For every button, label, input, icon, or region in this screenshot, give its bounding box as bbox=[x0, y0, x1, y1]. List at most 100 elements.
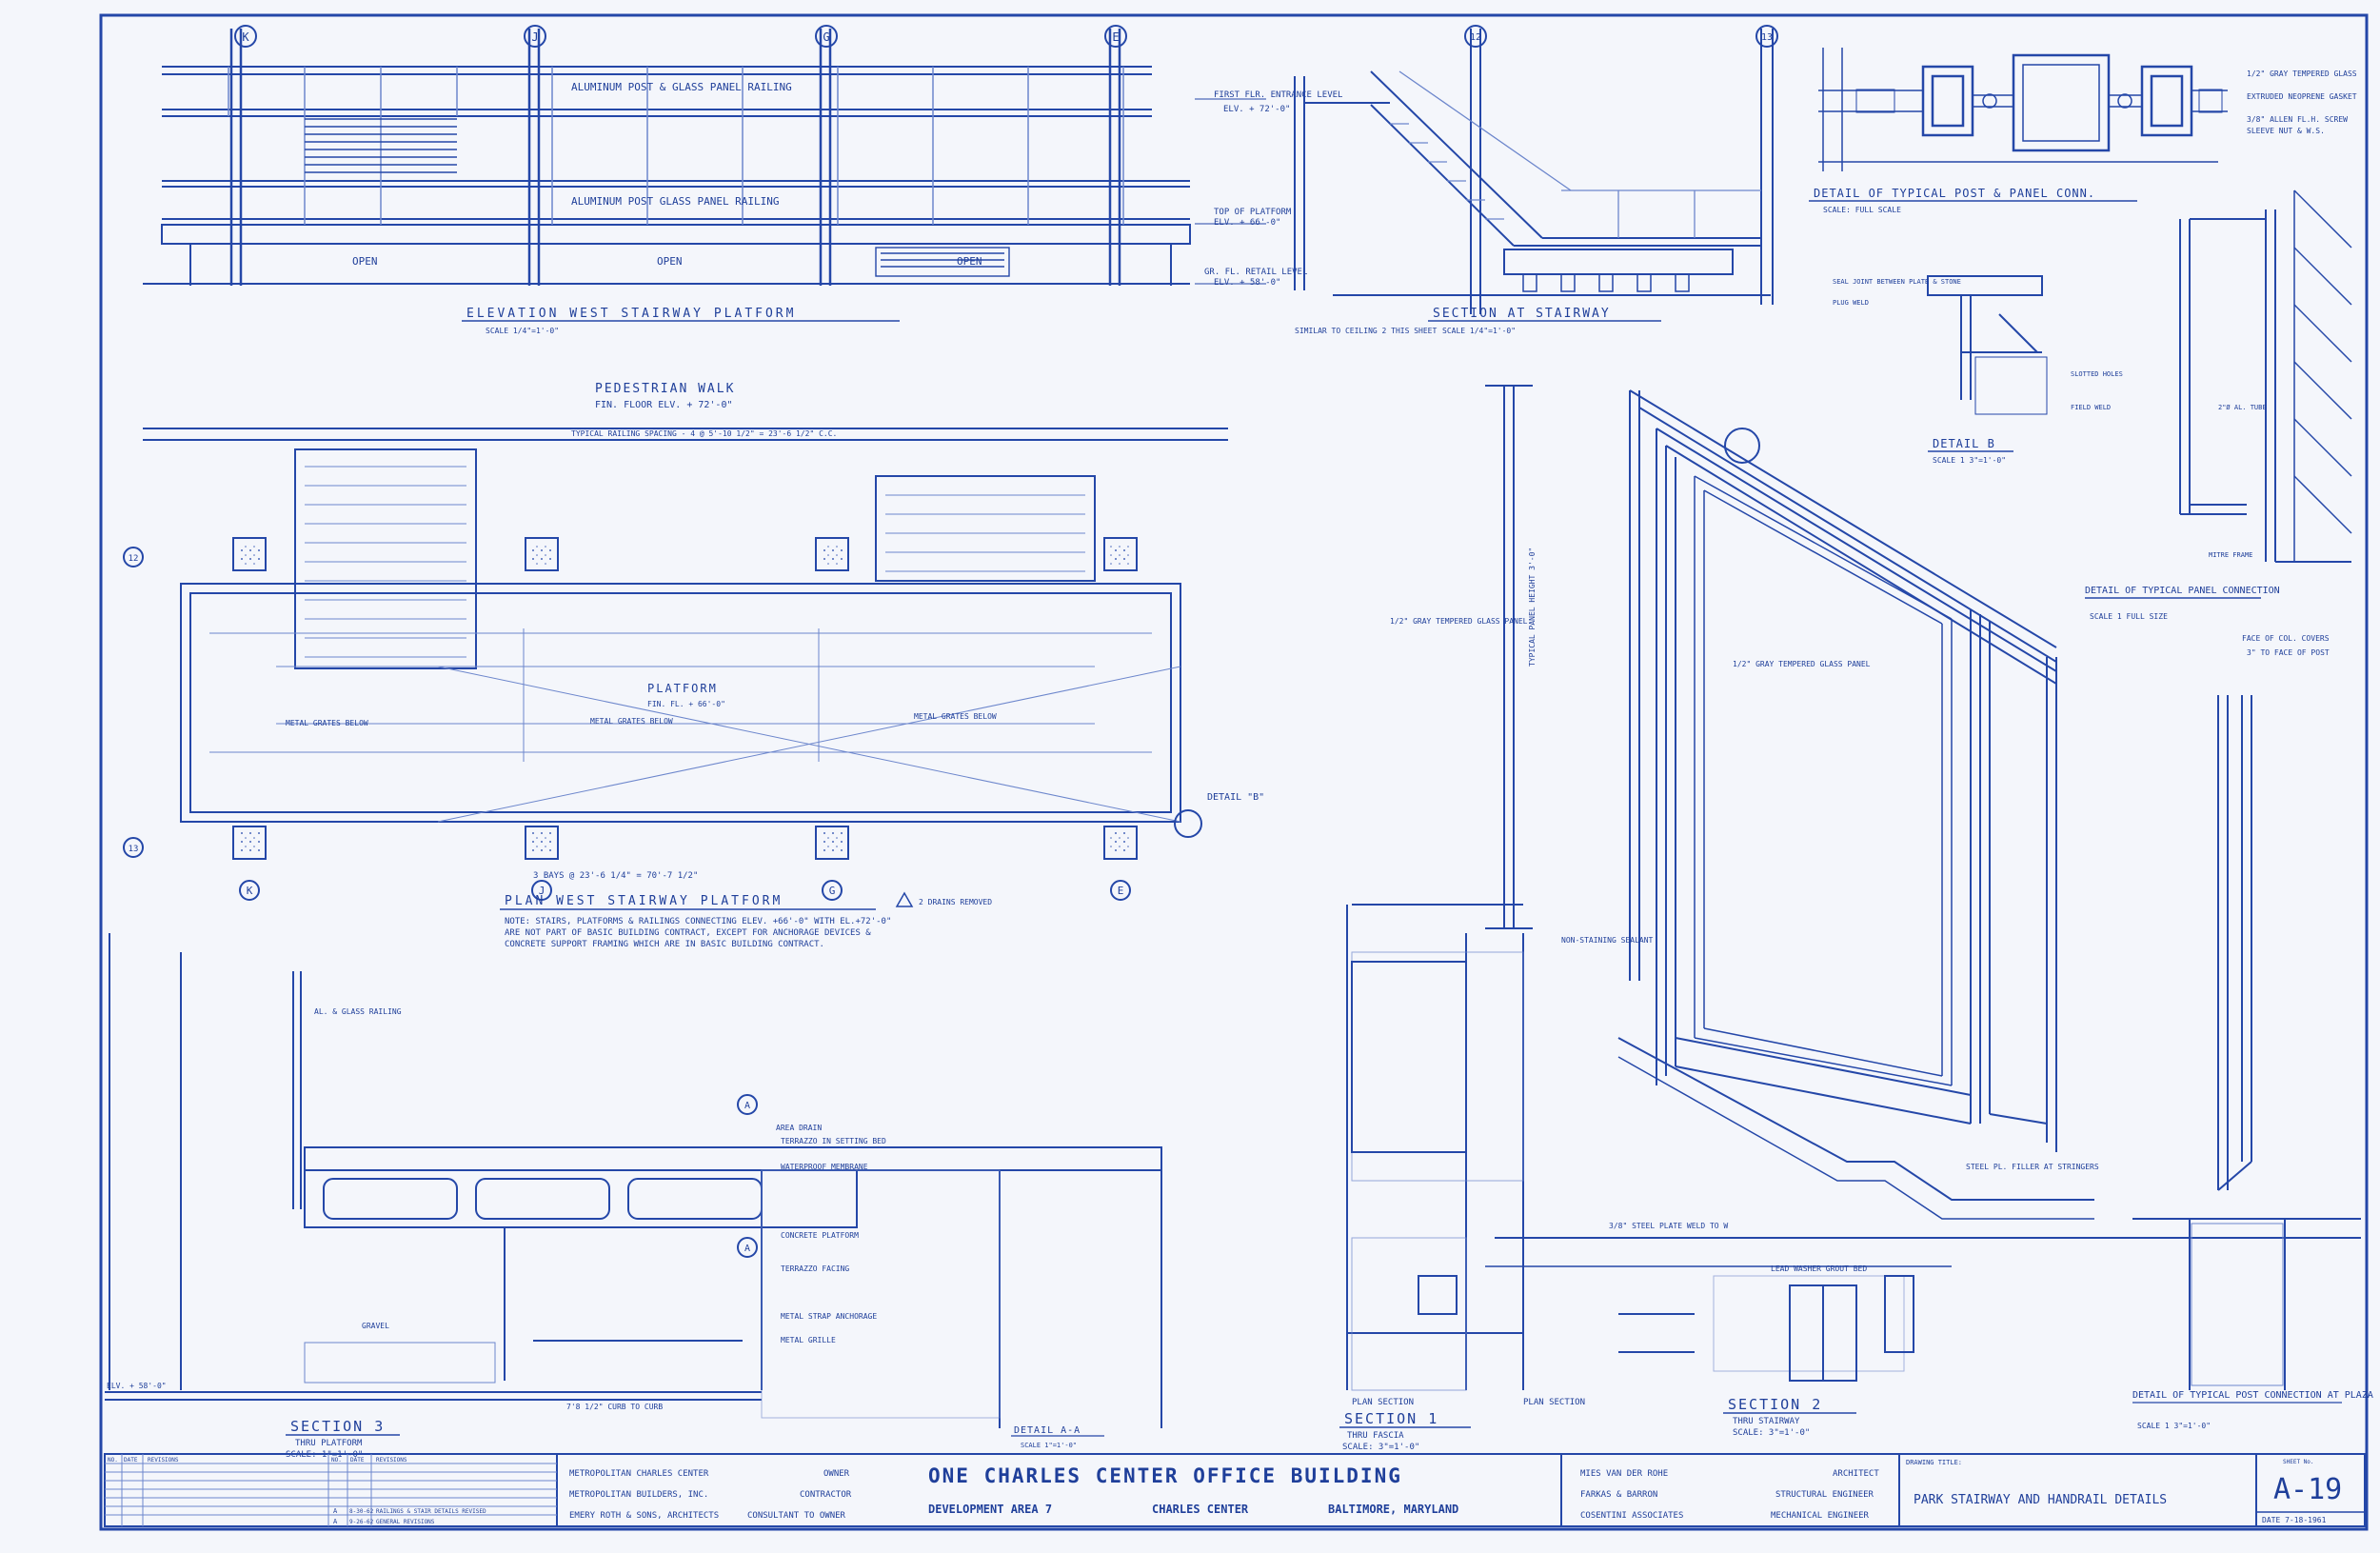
open-label-2: OPEN bbox=[657, 255, 683, 268]
level-retail-elev: ELV. + 58'-0" bbox=[1214, 278, 1280, 288]
detail-b-note-4: PLUG WELD bbox=[1833, 299, 1869, 307]
section-stairway-scale: SCALE 1/4"=1'-0" bbox=[1442, 327, 1516, 335]
detail-b-reference: DETAIL "B" bbox=[1207, 792, 1264, 803]
detail-aa-title: DETAIL A-A bbox=[1014, 1425, 1081, 1436]
s3-label-elev: ELV. + 58'-0" bbox=[107, 1382, 167, 1390]
level-top-platform-elev: ELV. + 66'-0" bbox=[1214, 218, 1280, 228]
rev-row-1-text: RAILINGS & STAIR DETAILS REVISED bbox=[376, 1508, 486, 1515]
post-conn-title: DETAIL OF TYPICAL POST & PANEL CONN. bbox=[1814, 187, 2095, 200]
grid-13-label: 13 bbox=[1761, 32, 1773, 43]
drawing-title-label: DRAWING TITLE: bbox=[1906, 1459, 1962, 1466]
pedestrian-walk-floor: FIN. FLOOR ELV. + 72'-0" bbox=[595, 400, 733, 410]
rev-header-no-2: NO. bbox=[331, 1457, 342, 1463]
plan-grid-k: K bbox=[247, 885, 253, 897]
plaza-title: DETAIL OF TYPICAL POST CONNECTION AT PLA… bbox=[2132, 1390, 2373, 1401]
rev-header-revisions-2: REVISIONS bbox=[376, 1457, 407, 1463]
metal-grates-left: METAL GRATES BELOW bbox=[286, 719, 368, 727]
elevation-drawing: K J G E ALUMINUM POST & GLASS PANEL RAIL… bbox=[143, 25, 1342, 335]
section1-subtitle: THRU FASCIA bbox=[1347, 1431, 1404, 1441]
rev-row-2-no: A bbox=[333, 1518, 338, 1525]
panel-conn-note-2: 2"Ø AL. TUBE bbox=[2218, 404, 2267, 411]
s3-label-strap: METAL STRAP ANCHORAGE bbox=[781, 1312, 877, 1321]
pedestrian-walk-label: PEDESTRIAN WALK bbox=[595, 382, 735, 396]
elevation-railing-label-2: ALUMINUM POST GLASS PANEL RAILING bbox=[571, 195, 780, 208]
panel-conn-note-1: MITRE FRAME bbox=[2209, 551, 2252, 559]
panel-conn-scale: SCALE 1 FULL SIZE bbox=[2090, 612, 2168, 621]
section-a-marker-1: A bbox=[744, 1101, 750, 1111]
sheet-border bbox=[99, 13, 2369, 1531]
section-stairway-note: SIMILAR TO CEILING 2 THIS SHEET bbox=[1295, 327, 1437, 335]
s3-label-gravel: GRAVEL bbox=[362, 1322, 389, 1330]
s2-steel-plate: 3/8" STEEL PLATE WELD TO W bbox=[1609, 1222, 1728, 1230]
level-top-platform: TOP OF PLATFORM bbox=[1214, 208, 1292, 217]
rev-row-1-no: A bbox=[333, 1507, 338, 1515]
party-consultant-name: EMERY ROTH & SONS, ARCHITECTS bbox=[569, 1511, 719, 1521]
post-conn-scale: SCALE: FULL SCALE bbox=[1823, 206, 1901, 214]
sheet-number: A-19 bbox=[2273, 1473, 2342, 1506]
panel-conn-note-3: FACE OF COL. COVERS bbox=[2242, 634, 2330, 643]
s2-panel-height: TYPICAL PANEL HEIGHT 3'-0" bbox=[1528, 548, 1537, 667]
section3-drawing: A A AL. & GLASS RAILING AREA DRAIN TERRA… bbox=[105, 933, 1162, 1460]
section2-title: SECTION 2 bbox=[1728, 1396, 1822, 1413]
rev-header-no-1: NO. bbox=[108, 1457, 118, 1463]
level-first-floor-elev: ELV. + 72'-0" bbox=[1223, 105, 1290, 114]
section1-scale: SCALE: 3"=1'-0" bbox=[1342, 1443, 1419, 1452]
elevation-railing-label-1: ALUMINUM POST & GLASS PANEL RAILING bbox=[571, 81, 792, 93]
detail-b-scale: SCALE 1 3"=1'-0" bbox=[1933, 456, 2006, 465]
section3-title: SECTION 3 bbox=[290, 1418, 385, 1435]
section2-subtitle: THRU STAIRWAY bbox=[1733, 1417, 1800, 1426]
s2-glass-panel-label: 1/2" GRAY TEMPERED GLASS PANEL bbox=[1733, 660, 1871, 668]
detail-b-note-2: SLOTTED HOLES bbox=[2071, 370, 2123, 378]
project-city: BALTIMORE, MARYLAND bbox=[1328, 1503, 1458, 1516]
s2-filler: STEEL PL. FILLER AT STRINGERS bbox=[1966, 1163, 2099, 1171]
project-title: ONE CHARLES CENTER OFFICE BUILDING bbox=[928, 1464, 1402, 1487]
plan-grid-13: 13 bbox=[129, 845, 139, 854]
section-stairway-drawing: 12 13 SIMILAR TO CEILING 2 THIS SHEET SE… bbox=[1294, 25, 1778, 335]
level-first-floor: FIRST FLR. ENTRANCE LEVEL bbox=[1214, 90, 1342, 100]
party-contractor-name: METROPOLITAN BUILDERS, INC. bbox=[569, 1490, 708, 1500]
grid-k-label: K bbox=[242, 30, 249, 44]
rev-row-2-text: GENERAL REVISIONS bbox=[376, 1519, 435, 1525]
party-owner-role: OWNER bbox=[823, 1469, 850, 1479]
metal-grates-right: METAL GRATES BELOW bbox=[914, 712, 997, 721]
post-conn-note-4: SLEEVE NUT & W.S. bbox=[2247, 127, 2325, 135]
plan-general-note: NOTE: STAIRS, PLATFORMS & RAILINGS CONNE… bbox=[505, 917, 892, 949]
section1-drawing: PLAN SECTION PLAN SECTION SECTION 1 THRU… bbox=[1339, 904, 1695, 1452]
grid-e-label: E bbox=[1112, 30, 1119, 44]
plan-grid-j: J bbox=[539, 885, 545, 897]
party-contractor-role: CONTRACTOR bbox=[800, 1490, 852, 1500]
detail-b-note-1: SEAL JOINT BETWEEN PLATE & STONE bbox=[1833, 278, 1961, 286]
section3-subtitle: THRU PLATFORM bbox=[295, 1439, 363, 1448]
consultant-architect-name: MIES VAN DER ROHE bbox=[1580, 1469, 1668, 1479]
grid-12-label: 12 bbox=[1470, 32, 1481, 43]
consultant-structural-role: STRUCTURAL ENGINEER bbox=[1775, 1490, 1874, 1500]
plaza-post-connection: DETAIL OF TYPICAL POST CONNECTION AT PLA… bbox=[2132, 695, 2373, 1430]
consultant-mechanical-name: COSENTINI ASSOCIATES bbox=[1580, 1511, 1683, 1521]
rev-header-date-1: DATE bbox=[124, 1457, 138, 1463]
party-owner-name: METROPOLITAN CHARLES CENTER bbox=[569, 1469, 709, 1479]
post-conn-note-1: 1/2" GRAY TEMPERED GLASS bbox=[2247, 70, 2357, 78]
party-consultant-role: CONSULTANT TO OWNER bbox=[747, 1511, 846, 1521]
s3-label-concrete: CONCRETE PLATFORM bbox=[781, 1231, 859, 1240]
open-label-3: OPEN bbox=[957, 255, 982, 268]
panel-conn-note-4: 3" TO FACE OF POST bbox=[2247, 648, 2330, 657]
s2-lead-washer: LEAD WASHER GROUT BED bbox=[1771, 1264, 1867, 1273]
s3-label-grille: METAL GRILLE bbox=[781, 1336, 836, 1344]
title-block: NO. DATE REVISIONS NO. DATE REVISIONS A … bbox=[104, 1453, 2366, 1527]
metal-grates-center: METAL GRATES BELOW bbox=[590, 717, 673, 726]
plan-drawing: K J G E 12 13 DETAIL "B" PEDESTRIAN WALK… bbox=[123, 382, 1264, 949]
section2-drawing: TYPICAL PANEL HEIGHT 3'-0" 1/2" GRAY TEM… bbox=[1351, 385, 2361, 1438]
section2-scale: SCALE: 3"=1'-0" bbox=[1733, 1428, 1810, 1438]
plan-grid-12: 12 bbox=[129, 554, 139, 564]
s3-label-railing: AL. & GLASS RAILING bbox=[314, 1007, 402, 1016]
rev-header-date-2: DATE bbox=[350, 1457, 365, 1463]
elevation-scale: SCALE 1/4"=1'-0" bbox=[486, 327, 559, 335]
rev-row-1-date: 8-30-62 bbox=[349, 1508, 374, 1515]
elevation-title: ELEVATION WEST STAIRWAY PLATFORM bbox=[466, 307, 796, 321]
s3-label-drain: AREA DRAIN bbox=[776, 1124, 822, 1132]
section-a-marker-2: A bbox=[744, 1244, 750, 1254]
level-retail: GR. FL. RETAIL LEVEL bbox=[1204, 268, 1307, 277]
sheet-date: DATE 7-18-1961 bbox=[2262, 1516, 2327, 1524]
s1-plan-section-1: PLAN SECTION bbox=[1352, 1398, 1414, 1407]
